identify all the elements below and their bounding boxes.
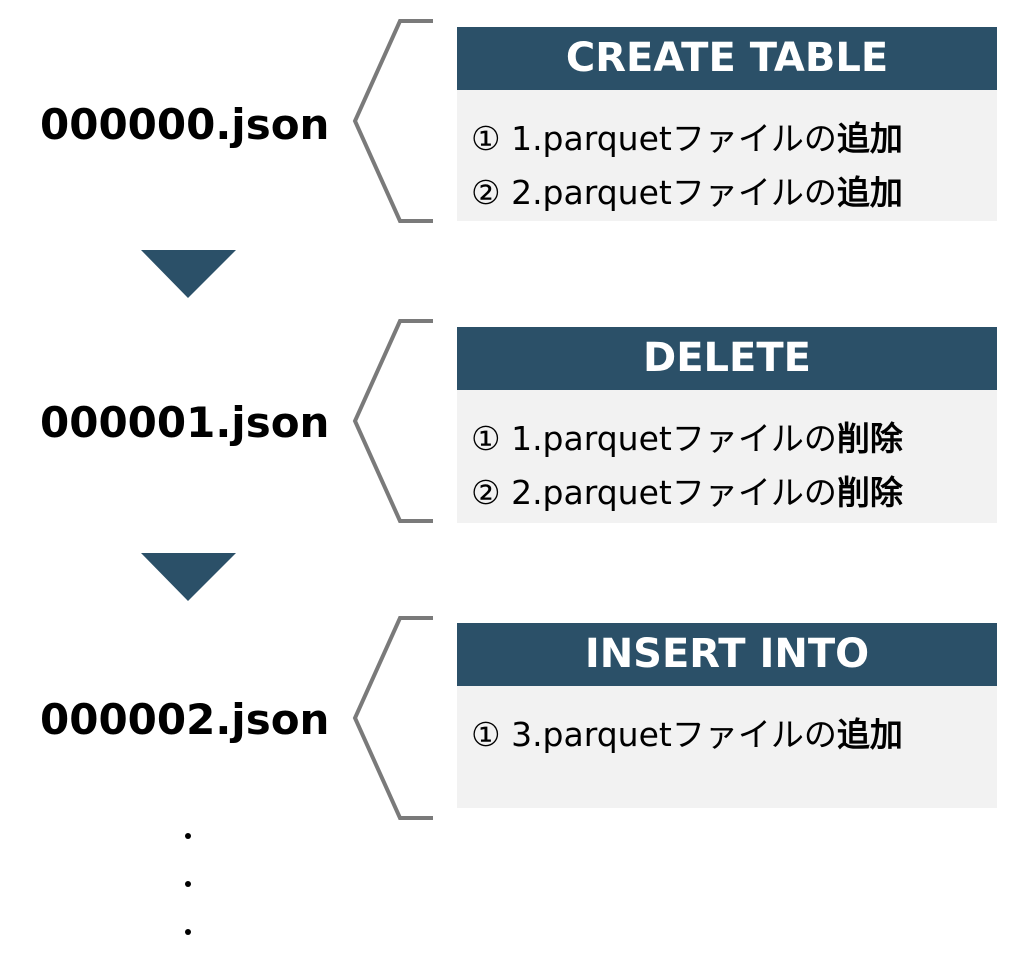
operation-lines: ① 3.parquetファイルの追加 [457, 686, 997, 762]
file-label-000002: 000002.json [40, 695, 330, 744]
line-text: ① 3.parquetファイルの [471, 715, 837, 754]
operation-lines: ① 1.parquetファイルの削除 ② 2.parquetファイルの削除 [457, 390, 997, 520]
operation-line: ① 1.parquetファイルの削除 [471, 412, 997, 466]
bracket-step-1 [352, 319, 433, 523]
file-label-000001: 000001.json [40, 398, 330, 447]
operation-header: INSERT INTO [457, 623, 997, 686]
operation-header: DELETE [457, 327, 997, 390]
line-action: 追加 [836, 119, 903, 158]
continuation-dot [185, 929, 191, 935]
down-arrow-icon [141, 553, 236, 601]
down-arrow-icon [141, 250, 236, 298]
line-action: 削除 [836, 473, 903, 512]
line-action: 削除 [836, 419, 903, 458]
line-action: 追加 [836, 173, 903, 212]
operation-box-delete: DELETE ① 1.parquetファイルの削除 ② 2.parquetファイ… [457, 327, 997, 523]
file-label-000000: 000000.json [40, 100, 330, 149]
operation-line: ② 2.parquetファイルの追加 [471, 166, 997, 220]
line-text: ① 1.parquetファイルの [471, 119, 837, 158]
bracket-step-2 [352, 616, 433, 820]
operation-line: ① 1.parquetファイルの追加 [471, 112, 997, 166]
operation-lines: ① 1.parquetファイルの追加 ② 2.parquetファイルの追加 [457, 90, 997, 220]
operation-box-create-table: CREATE TABLE ① 1.parquetファイルの追加 ② 2.parq… [457, 27, 997, 221]
operation-line: ② 2.parquetファイルの削除 [471, 466, 997, 520]
continuation-dot [185, 833, 191, 839]
operation-header: CREATE TABLE [457, 27, 997, 90]
continuation-dot [185, 881, 191, 887]
line-text: ② 2.parquetファイルの [471, 173, 837, 212]
line-text: ① 1.parquetファイルの [471, 419, 837, 458]
bracket-step-0 [352, 19, 433, 223]
line-action: 追加 [836, 715, 903, 754]
line-text: ② 2.parquetファイルの [471, 473, 837, 512]
operation-box-insert-into: INSERT INTO ① 3.parquetファイルの追加 [457, 623, 997, 808]
operation-line: ① 3.parquetファイルの追加 [471, 708, 997, 762]
